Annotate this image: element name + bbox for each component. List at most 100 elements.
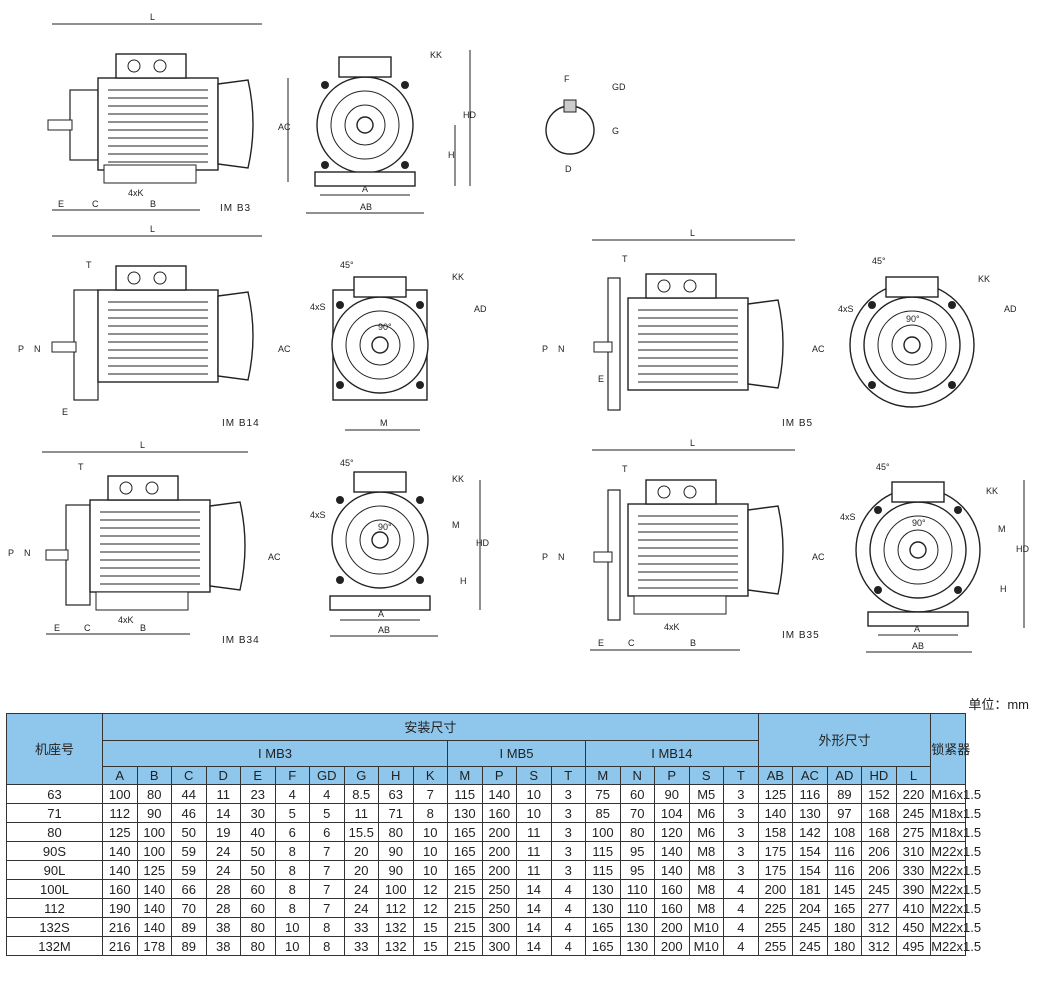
- dim-45: 45°: [340, 260, 354, 270]
- column-header: GD: [309, 766, 345, 785]
- column-header: AD: [826, 766, 863, 785]
- dim-N-b34: N: [24, 548, 31, 558]
- table-cell: M22x1.5: [930, 879, 982, 899]
- dim-L-b35: L: [690, 438, 695, 448]
- frame-size-cell: 132S: [6, 917, 103, 937]
- view-im-b14-side: L T P N E AC IM B14: [18, 224, 291, 429]
- dim-D: D: [565, 164, 572, 174]
- dim-E-b14: E: [62, 407, 68, 417]
- frame-size-cell: 112: [6, 898, 103, 918]
- column-header: F: [274, 766, 310, 785]
- column-header: HD: [861, 766, 897, 785]
- table-cell: 85: [585, 803, 621, 823]
- table-cell: 14: [516, 898, 552, 918]
- dim-KK-b14: KK: [452, 272, 464, 282]
- table-cell: 95: [619, 841, 655, 861]
- table-cell: 66: [171, 879, 207, 899]
- table-cell: 100: [585, 822, 621, 842]
- view-im-b35-front: 45° 4xS 90° KK M HD H A AB: [840, 462, 1029, 653]
- table-cell: 200: [757, 879, 794, 899]
- table-cell: 75: [585, 784, 621, 804]
- table-cell: 200: [481, 822, 517, 842]
- view-im-b34-front: 45° 4xS 90° KK M HD H A AB: [310, 458, 489, 637]
- table-cell: 10: [412, 860, 448, 880]
- dim-4xS: 4xS: [310, 302, 326, 312]
- table-cell: 7: [309, 898, 345, 918]
- table-cell: M22x1.5: [930, 860, 982, 880]
- view-im-b14-front: 45° 4xS 90° KK AD M: [310, 260, 487, 431]
- table-cell: 100: [378, 879, 414, 899]
- dim-GD: GD: [612, 82, 626, 92]
- table-cell: 206: [861, 860, 897, 880]
- install-header: 安装尺寸: [102, 713, 759, 741]
- table-cell: 255: [757, 917, 794, 937]
- frame-size-cell: 63: [6, 784, 103, 804]
- table-cell: 160: [654, 898, 690, 918]
- table-cell: 7: [412, 784, 448, 804]
- dim-T-b35: T: [622, 464, 628, 474]
- table-cell: 7: [309, 841, 345, 861]
- table-cell: 110: [619, 879, 655, 899]
- table-cell: 4: [723, 879, 759, 899]
- table-cell: 20: [343, 860, 379, 880]
- frame-size-cell: 90L: [6, 860, 103, 880]
- table-cell: 89: [826, 784, 863, 804]
- table-cell: 390: [895, 879, 932, 899]
- table-cell: 11: [516, 841, 552, 861]
- view-im-b34-side: L T P N E C B 4xK AC IM B34: [8, 440, 281, 646]
- dim-B-b34: B: [140, 623, 146, 633]
- dim-E-b35: E: [598, 638, 604, 648]
- table-cell: 50: [240, 860, 276, 880]
- dim-L-b5: L: [690, 228, 695, 238]
- dim-N-b5: N: [558, 344, 565, 354]
- table-cell: 4: [274, 784, 310, 804]
- table-cell: 7: [309, 879, 345, 899]
- table-cell: 97: [826, 803, 863, 823]
- table-cell: 11: [516, 860, 552, 880]
- table-cell: 4: [550, 917, 586, 937]
- table-cell: M18x1.5: [930, 822, 982, 842]
- table-cell: 90: [654, 784, 690, 804]
- table-cell: 3: [723, 822, 759, 842]
- table-cell: 10: [412, 841, 448, 861]
- table-cell: 28: [205, 898, 241, 918]
- table-cell: 5: [274, 803, 310, 823]
- table-cell: 200: [481, 841, 517, 861]
- dim-E-b34: E: [54, 623, 60, 633]
- view-im-b35-side: L T P N E C B 4xK AC IM B35: [542, 438, 825, 651]
- dim-45-b34: 45°: [340, 458, 354, 468]
- table-cell: 24: [343, 898, 379, 918]
- table-cell: 24: [343, 879, 379, 899]
- table-cell: 125: [102, 822, 138, 842]
- table-cell: 255: [757, 936, 794, 956]
- table-cell: 495: [895, 936, 932, 956]
- table-cell: 245: [792, 917, 828, 937]
- table-cell: 275: [895, 822, 932, 842]
- table-cell: 33: [343, 917, 379, 937]
- table-cell: 130: [619, 936, 655, 956]
- table-cell: 154: [792, 841, 828, 861]
- table-cell: 181: [792, 879, 828, 899]
- table-cell: 130: [585, 898, 621, 918]
- table-cell: 165: [585, 936, 621, 956]
- unit-note: 单位：mm: [968, 697, 1029, 712]
- table-cell: 24: [205, 860, 241, 880]
- table-cell: 5: [309, 803, 345, 823]
- table-cell: 225: [757, 898, 794, 918]
- column-header: C: [171, 766, 207, 785]
- table-cell: 59: [171, 860, 207, 880]
- table-cell: 11: [205, 784, 241, 804]
- table-cell: 165: [585, 917, 621, 937]
- dim-AC-b14: AC: [278, 344, 291, 354]
- table-cell: 90: [378, 841, 414, 861]
- table-cell: 140: [654, 841, 690, 861]
- table-cell: 206: [861, 841, 897, 861]
- outline-header: 外形尺寸: [757, 713, 932, 767]
- table-cell: 10: [412, 822, 448, 842]
- dim-4xS-b5: 4xS: [838, 304, 854, 314]
